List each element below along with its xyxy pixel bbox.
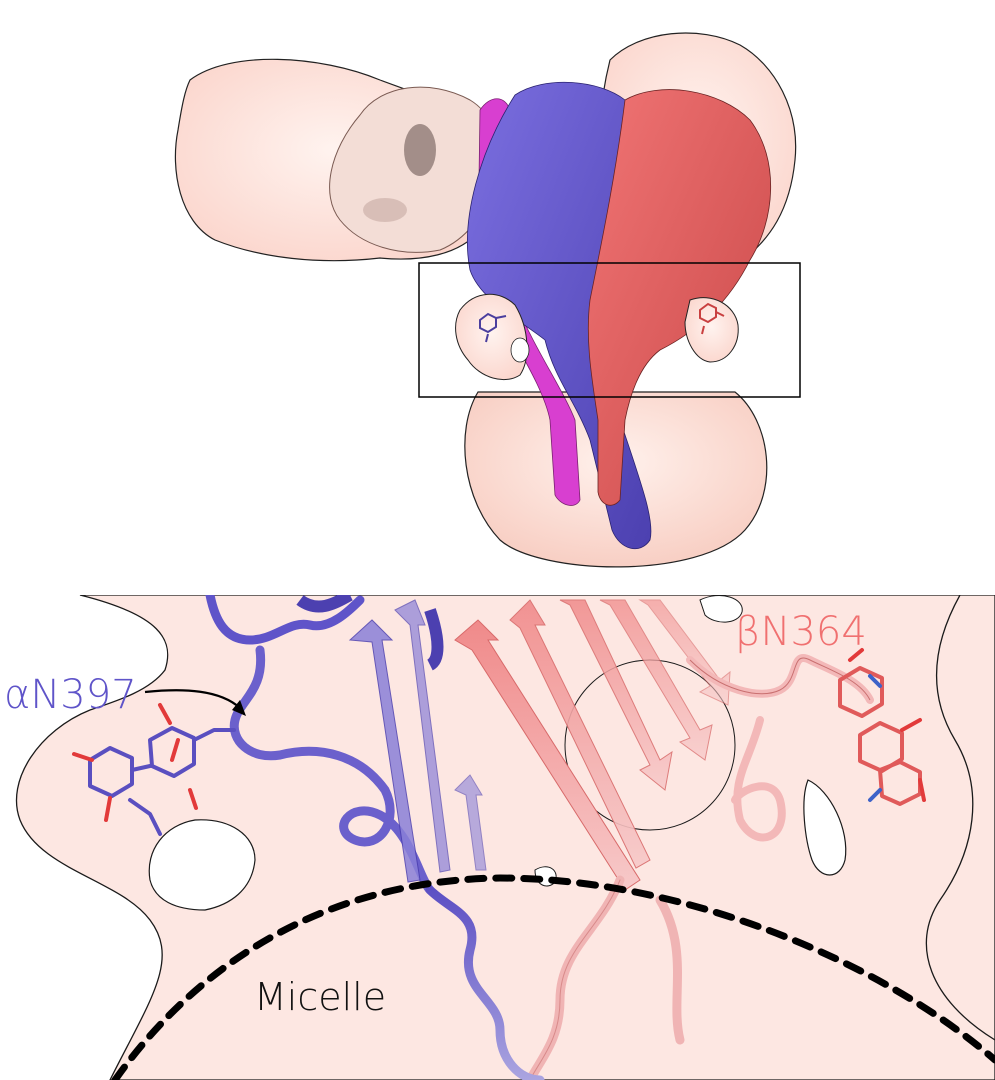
beta-site-label: βN364 — [735, 609, 867, 655]
left-lower-density — [455, 293, 528, 381]
micelle-boundary — [111, 874, 995, 1080]
alpha-glycan-detail — [72, 703, 236, 836]
right-lower-density — [684, 297, 739, 363]
detail-density-map — [15, 595, 995, 1080]
alpha-site-label: αN397 — [4, 672, 137, 718]
alpha-sheet-strands — [348, 599, 487, 883]
alpha-glycan-overview — [479, 312, 507, 343]
light-subunit-cavity — [404, 124, 436, 176]
beta-glycan-overview — [699, 302, 725, 335]
alpha-chain-ribbon — [205, 595, 545, 1080]
detail-panel: αN397 βN364 Micelle — [4, 595, 995, 1080]
beta-glycan-detail — [838, 648, 926, 806]
detail-density-hole-right — [803, 779, 847, 876]
overview-panel — [174, 32, 801, 568]
alpha-site-arrowhead — [232, 700, 246, 716]
zoom-region-box — [418, 262, 801, 398]
micelle-label: Micelle — [254, 975, 386, 1019]
beta-chain-surface — [587, 89, 772, 506]
detail-density-hole-left — [148, 819, 256, 911]
alpha-site-arrow — [144, 689, 241, 709]
